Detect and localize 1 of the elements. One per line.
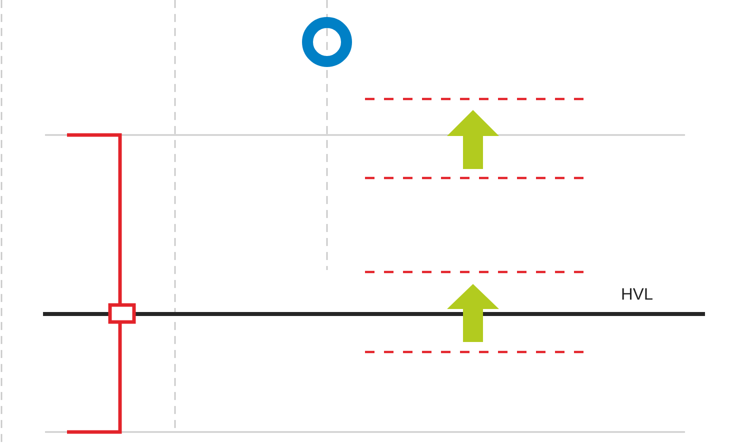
line-label: HVL xyxy=(622,288,652,300)
